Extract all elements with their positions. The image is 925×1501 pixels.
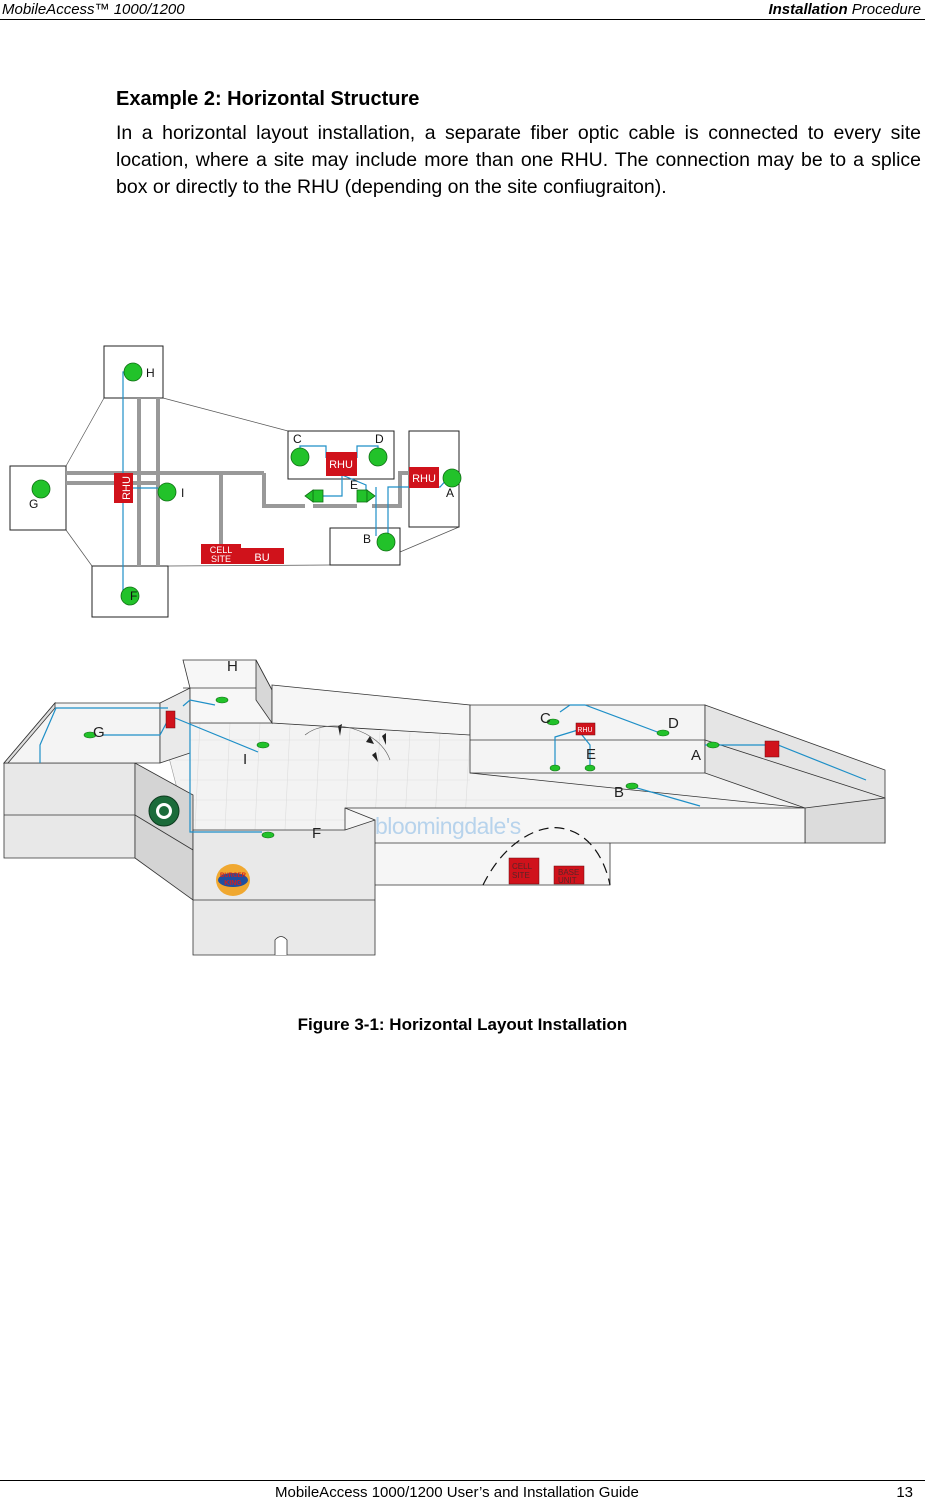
body-paragraph: In a horizontal layout installation, a s… — [116, 122, 921, 198]
rhu-left-box — [114, 473, 133, 503]
label-b: B — [363, 532, 371, 546]
escalator-figures — [338, 724, 386, 762]
mall-fiber-lines — [39, 699, 867, 833]
mall-rhu-label: RHU — [577, 727, 592, 734]
antenna-f — [120, 586, 140, 606]
page-number: 13 — [896, 1484, 913, 1501]
section-title: Example 2: Horizontal Structure — [116, 88, 420, 110]
rhu-center-box — [326, 452, 357, 476]
floor-grid — [170, 722, 700, 831]
store-entrance — [482, 827, 611, 886]
figure-diagrams: RHU RHU RHU CELL SITE BU H G I F C D E A… — [3, 345, 886, 956]
header-section: Installation Procedure — [768, 1, 921, 18]
rhu-right-label: RHU — [412, 473, 436, 485]
mall-label-c: C — [540, 710, 551, 727]
mall-label-a: A — [691, 747, 701, 764]
figure-caption: Figure 3-1: Horizontal Layout Installati… — [297, 1015, 628, 1034]
burger-king-logo-text-1: BURGER — [220, 873, 247, 879]
burger-king-logo-icon: BURGER KING — [216, 864, 250, 896]
room-g — [3, 701, 161, 764]
burger-block — [192, 807, 376, 956]
mall-label-e: E — [586, 746, 596, 763]
mall-label-d: D — [668, 715, 679, 732]
antenna-i — [157, 482, 177, 502]
header-section-bold: Installation — [768, 1, 848, 18]
antenna-d — [368, 447, 388, 467]
footer-rule — [0, 1480, 925, 1481]
mall-base-unit-label-2: UNIT — [558, 876, 577, 885]
trunk-cabling — [66, 398, 409, 566]
antenna-c — [290, 447, 310, 467]
mall-label-g: G — [93, 724, 105, 741]
mall-red-units — [165, 710, 780, 885]
bu-label: BU — [254, 552, 269, 564]
antenna-b — [376, 532, 396, 552]
bloomingdales-logo: bloomingdale's — [375, 813, 521, 839]
left-block — [3, 762, 194, 901]
splitter-e — [304, 489, 376, 503]
room-f-box — [91, 565, 169, 618]
mall-label-f: F — [312, 825, 321, 842]
cell-site-label-1: CELL — [210, 545, 233, 555]
mall-antennas — [83, 696, 720, 839]
footer-guide-title: MobileAccess 1000/1200 User’s and Instal… — [275, 1484, 639, 1501]
bu-box — [241, 548, 284, 564]
label-h: H — [146, 366, 155, 380]
mall-diagram: BURGER KING — [3, 658, 886, 956]
rhu-right-box — [409, 467, 439, 488]
cell-site-label-2: SITE — [211, 554, 231, 564]
label-a: A — [446, 486, 454, 500]
header-product: MobileAccess™ 1000/1200 — [2, 1, 185, 18]
top-diagram: RHU RHU RHU CELL SITE BU H G I F C D E A… — [9, 345, 462, 618]
header-section-rest: Procedure — [847, 1, 921, 18]
antenna-a — [442, 468, 462, 488]
room-g-box — [9, 465, 67, 531]
cell-site-box — [201, 544, 241, 564]
escalator-arc — [304, 725, 391, 761]
mall-base-unit-label-1: BASE — [558, 868, 579, 877]
mall-cell-site-label-2: SITE — [512, 871, 530, 880]
label-g: G — [29, 497, 38, 511]
label-c: C — [293, 432, 302, 446]
mall-cell-site-label-1: CELL — [512, 862, 533, 871]
burger-king-logo-text-2: KING — [224, 880, 242, 887]
label-d: D — [375, 432, 384, 446]
antenna-g — [31, 479, 51, 499]
label-f: F — [130, 589, 137, 603]
rhu-center-label: RHU — [329, 459, 353, 471]
mall-label-b: B — [614, 784, 624, 801]
header-rule — [0, 19, 925, 20]
rhu-left-label: RHU — [121, 476, 133, 500]
mall-label-i: I — [243, 751, 247, 768]
starbucks-logo-icon — [148, 795, 180, 827]
label-e: E — [350, 478, 358, 492]
back-wall — [271, 684, 886, 844]
label-i: I — [181, 486, 184, 500]
mall-label-h: H — [227, 658, 238, 675]
antenna-h — [123, 362, 143, 382]
